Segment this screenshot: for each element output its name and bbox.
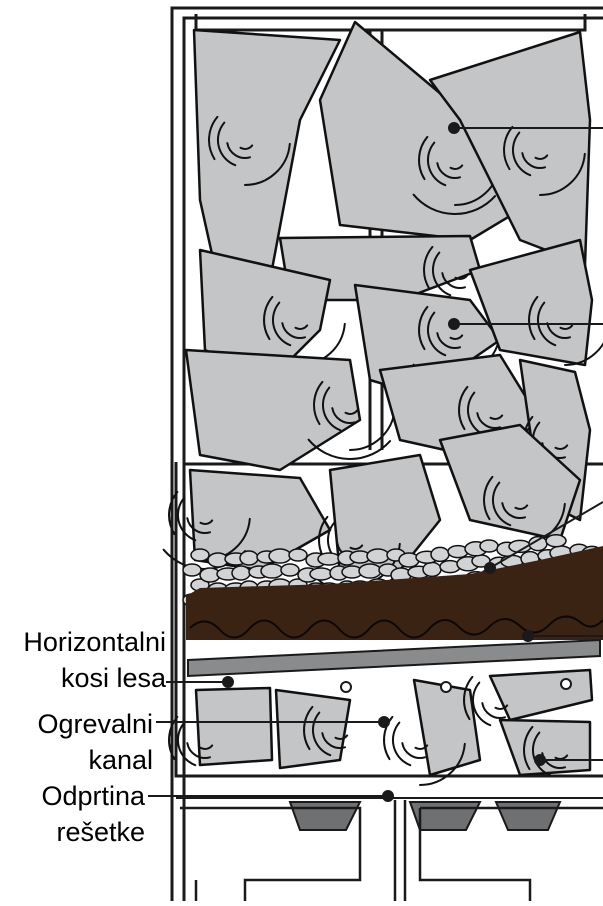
marker-dot [523,631,533,641]
kindling-stone [232,566,250,580]
wood-log [186,350,395,470]
kindling-stone [289,549,307,561]
wood-log [384,680,480,785]
marker-dot [485,563,495,573]
kindling-stone [240,551,258,565]
marker-dot [379,717,389,727]
label-horizontal-slats: Horizontalni kosi lesa [23,624,166,696]
kindling-stone [359,564,381,578]
kindling-stone [281,564,299,576]
kindling-stone [269,549,291,563]
grate-base [176,798,603,901]
marker-dot [383,791,393,801]
marker-dot [449,123,459,133]
label-line: Horizontalni [23,624,166,660]
kindling-stone [183,564,201,576]
wood-log [500,720,590,775]
kindling-stone [318,553,340,565]
wood-logs-upper [164,22,603,594]
label-line: kanal [37,742,153,778]
label-line: Ogrevalni [37,706,153,742]
kindling-stone [261,564,283,578]
horizontal-slat-bar [188,640,600,676]
wood-log [276,690,350,768]
label-line: Odprtina [41,778,145,814]
wood-log [464,670,592,725]
label-heating-channel: Ogrevalni kanal [37,706,153,778]
kindling-stone [431,547,449,561]
marker-dot [535,755,545,765]
kindling-stone [367,549,389,563]
kindling-stone [423,562,441,576]
wood-logs-lower [169,670,592,785]
kindling-stone [191,549,209,561]
kindling-stone [310,568,332,580]
marker-dot [449,319,459,329]
marker-dot [223,677,233,687]
label-grate-opening: Odprtina rešetke [41,778,145,850]
kindling-stone [480,540,498,552]
kindling-stone [546,535,566,547]
label-line: kosi lesa [23,660,166,696]
label-line: rešetke [41,814,145,850]
